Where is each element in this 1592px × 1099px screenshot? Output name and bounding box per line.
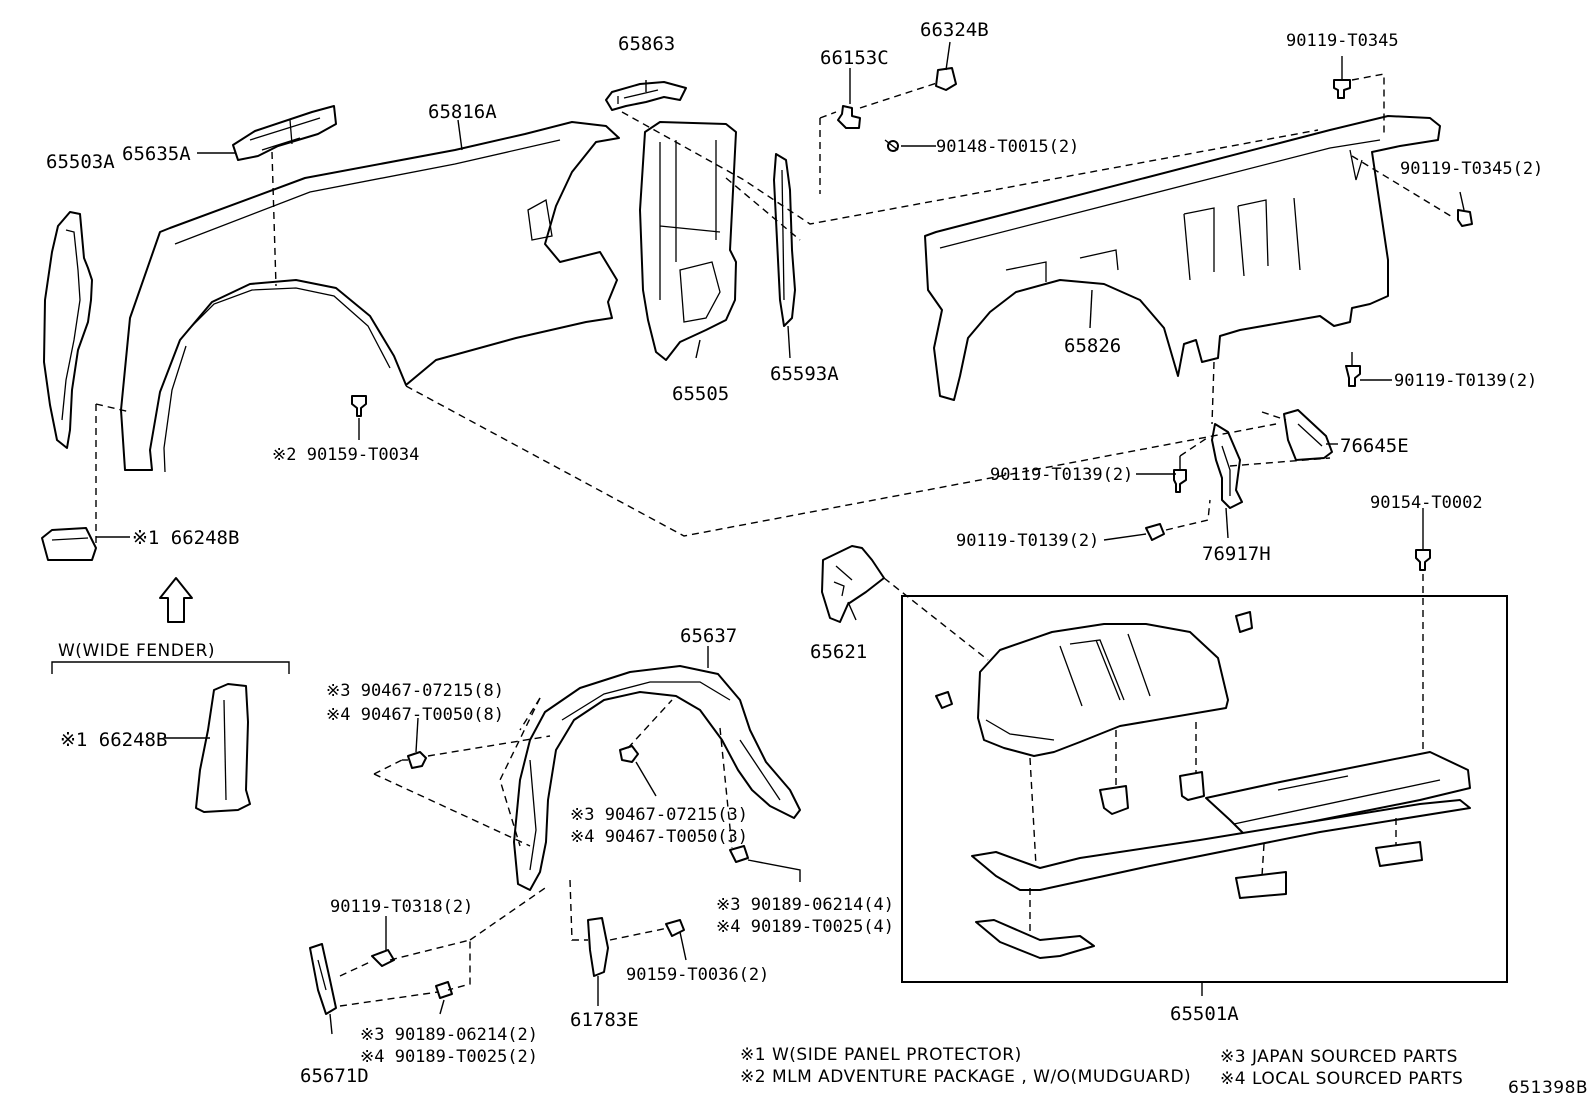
label-66248B-side: ※1 66248B: [60, 729, 167, 751]
label-90159-T0036: 90159-T0036(2): [626, 965, 769, 985]
wide-fender-bracket: [51, 661, 290, 674]
part-65621: [821, 545, 885, 623]
label-66324B: 66324B: [920, 19, 989, 41]
label-90119-T0345-2: 90119-T0345(2): [1400, 159, 1543, 179]
fastener-90154-T0002: [1415, 532, 1431, 571]
fastener-90159-T0034: [351, 395, 367, 417]
label-wide-fender: W(WIDE FENDER): [58, 641, 215, 661]
label-90467-07215-8: ※3 90467-07215(8): [326, 681, 504, 701]
label-66248B-top: ※1 66248B: [132, 527, 239, 549]
label-76645E: 76645E: [1340, 435, 1409, 457]
label-65826: 65826: [1064, 335, 1121, 357]
part-66248B-top: [41, 527, 97, 561]
label-66153C: 66153C: [820, 47, 889, 69]
label-65637: 65637: [680, 625, 737, 647]
label-65863: 65863: [618, 33, 675, 55]
leader-lines: [96, 41, 1465, 1035]
part-65671D: [309, 943, 337, 1015]
label-65621: 65621: [810, 641, 867, 663]
fastener-90119-T0318: [371, 949, 395, 967]
assembly-box-65501A: [901, 595, 1508, 983]
label-90119-T0318: 90119-T0318(2): [330, 897, 473, 917]
label-90189-T0025-2: ※4 90189-T0025(2): [360, 1047, 538, 1067]
label-90119-T0139-c: 90119-T0139(2): [956, 531, 1099, 551]
label-65635A: 65635A: [122, 143, 191, 165]
part-65816A: [120, 121, 620, 473]
part-66324B: [935, 67, 957, 91]
part-65863: [605, 81, 687, 111]
label-90467-T0050-8: ※4 90467-T0050(8): [326, 705, 504, 725]
fastener-90119-T0345: [1333, 79, 1351, 99]
dashed-connectors: [95, 73, 1455, 1007]
label-65505: 65505: [672, 383, 729, 405]
label-90189-06214-2: ※3 90189-06214(2): [360, 1025, 538, 1045]
label-65501A: 65501A: [1170, 1003, 1239, 1025]
label-65503A: 65503A: [46, 151, 115, 173]
part-65503A: [43, 211, 93, 449]
label-90154-T0002: 90154-T0002: [1370, 493, 1483, 513]
label-90189-T0025-4: ※4 90189-T0025(4): [716, 917, 894, 937]
footnote-4: ※4 LOCAL SOURCED PARTS: [1220, 1069, 1463, 1089]
figure-id: 651398B: [1508, 1078, 1588, 1098]
label-90119-T0139-a: 90119-T0139(2): [1394, 371, 1537, 391]
part-65826: [924, 115, 1441, 401]
part-65593A: [773, 153, 796, 327]
fastener-90119-T0139-b: [1173, 456, 1187, 493]
label-90189-06214-4: ※3 90189-06214(4): [716, 895, 894, 915]
fastener-90159-T0036: [665, 919, 685, 937]
fastener-90119-T0345-2: [1457, 209, 1473, 227]
part-65637: [513, 665, 801, 891]
part-66153C: [837, 105, 861, 129]
fastener-90467-07215-3: [619, 745, 639, 763]
part-65501A: [935, 611, 1471, 959]
part-65635A: [232, 105, 337, 161]
part-76645E: [1283, 409, 1333, 461]
fastener-90467-07215-8: [402, 751, 427, 769]
label-65671D: 65671D: [300, 1065, 369, 1087]
part-66248B-side: [195, 683, 251, 813]
label-90467-07215-3: ※3 90467-07215(3): [570, 805, 748, 825]
label-61783E: 61783E: [570, 1009, 639, 1031]
footnote-2: ※2 MLM ADVENTURE PACKAGE , W/O(MUDGUARD): [740, 1067, 1191, 1087]
label-90467-T0050-3: ※4 90467-T0050(3): [570, 827, 748, 847]
part-76917H: [1211, 423, 1243, 509]
footnotes: ※1 W(SIDE PANEL PROTECTOR) ※2 MLM ADVENT…: [740, 1045, 1588, 1098]
footnote-3: ※3 JAPAN SOURCED PARTS: [1220, 1047, 1458, 1067]
label-90119-T0139-b: 90119-T0139(2): [990, 465, 1133, 485]
label-65816A: 65816A: [428, 101, 497, 123]
part-65505: [639, 121, 737, 361]
fastener-90119-T0139-a: [1345, 352, 1361, 387]
fastener-90119-T0139-c: [1145, 523, 1165, 541]
fastener-90148-T0015: [884, 139, 899, 152]
label-76917H: 76917H: [1202, 543, 1271, 565]
label-90119-T0345: 90119-T0345: [1286, 31, 1399, 51]
footnote-1: ※1 W(SIDE PANEL PROTECTOR): [740, 1045, 1022, 1065]
label-90148-T0015: 90148-T0015(2): [936, 137, 1079, 157]
label-65593A: 65593A: [770, 363, 839, 385]
part-labels: 65503A 65635A 65816A 65863 66153C 66324B…: [46, 19, 1543, 1087]
part-61783E: [587, 917, 609, 977]
label-90159-T0034: ※2 90159-T0034: [272, 445, 419, 465]
arrow-up-icon: [159, 577, 193, 623]
fastener-90189-06214-4: [729, 845, 749, 863]
fastener-90189-06214-2: [435, 981, 453, 999]
